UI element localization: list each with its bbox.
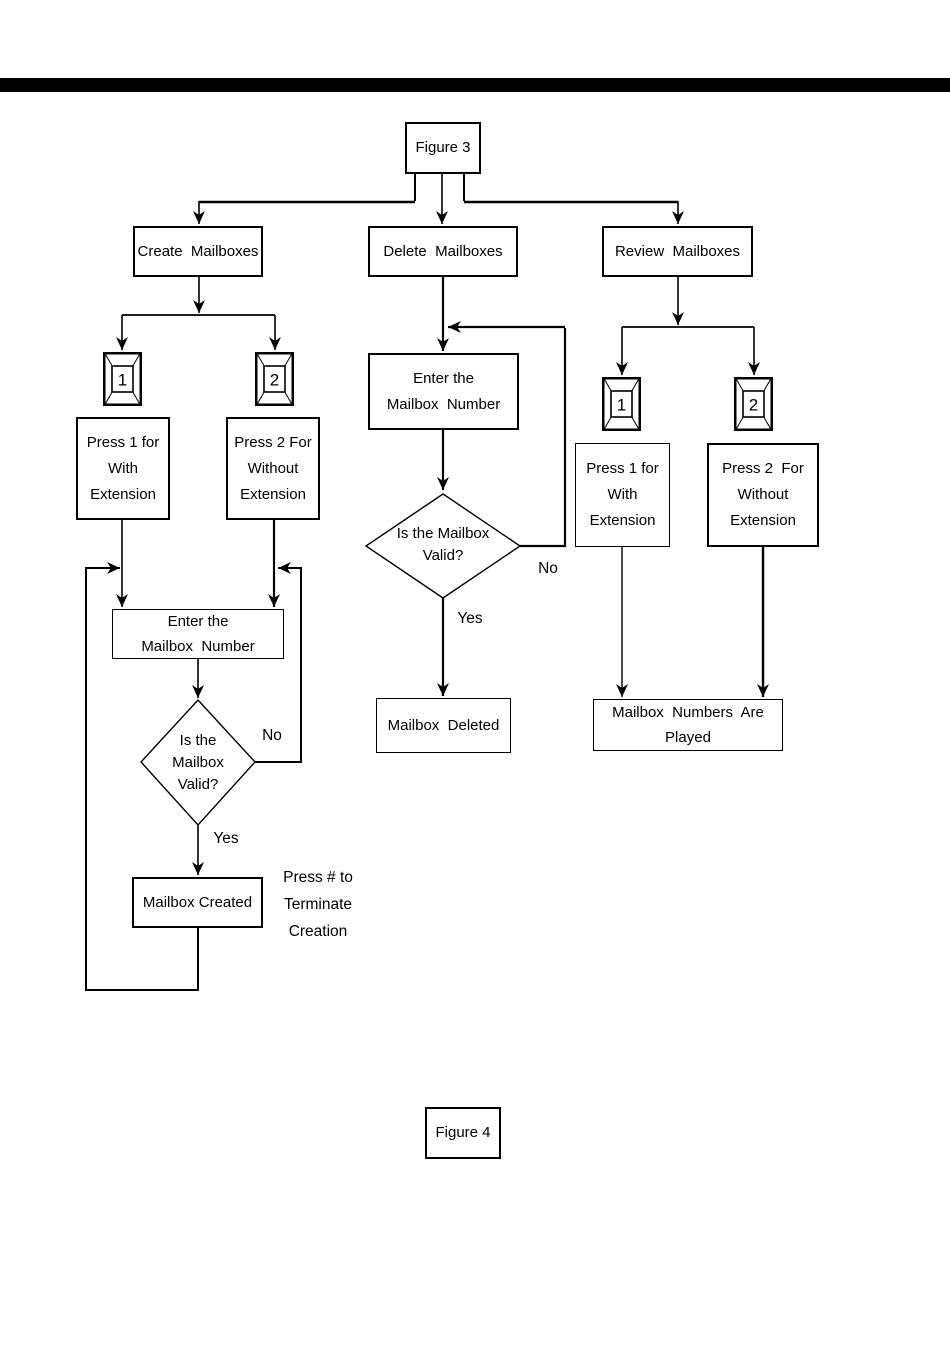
figure4-label: Figure 4 [435,1124,491,1141]
create-decision-label: Is the Mailbox Valid? [172,732,224,793]
figure3-box: Figure 3 [405,122,481,174]
create-enter-mailbox-box: Enter the Mailbox Number [112,609,284,659]
create-press2-box: Press 2 For Without Extension [226,417,320,520]
delete-decision-diamond [364,493,522,599]
mailbox-deleted-box: Mailbox Deleted [376,698,511,753]
delete-branch-lines [364,277,567,696]
review-keypad-1-icon: 1 [602,377,641,431]
delete-no-label: No [538,560,558,577]
create-no-label: No [262,727,282,744]
review-press1-box: Press 1 for With Extension [575,443,670,547]
review-keypad-2-icon: 2 [734,377,773,431]
review-keypad-1-digit: 1 [617,396,626,415]
figure4-box: Figure 4 [425,1107,501,1159]
mailbox-deleted-label: Mailbox Deleted [387,716,500,734]
keypad-2-digit: 2 [270,371,279,390]
create-press1-box: Press 1 for With Extension [76,417,170,520]
create-mailboxes-label: Create Mailboxes [137,242,259,260]
delete-enter-mailbox-label: Enter the Mailbox Number [386,369,501,413]
create-yes-label: Yes [213,830,239,847]
review-press1-label: Press 1 for With Extension [586,460,659,529]
keypad-2-icon: 2 [255,352,294,406]
review-keypad-2-digit: 2 [749,396,758,415]
mailbox-created-box: Mailbox Created [132,877,263,928]
create-enter-mailbox-label: Enter the Mailbox Number [141,613,255,655]
keypad-1-icon: 1 [103,352,142,406]
keypad-1-digit: 1 [118,371,127,390]
figure3-branch-lines [193,174,684,224]
review-branch-lines [616,277,769,697]
delete-enter-mailbox-box: Enter the Mailbox Number [368,353,519,430]
create-press2-label: Press 2 For Without Extension [234,433,312,503]
delete-decision-label: Is the Mailbox Valid? [396,525,490,564]
delete-yes-label: Yes [457,610,483,627]
delete-mailboxes-box: Delete Mailboxes [368,226,518,277]
create-branch-lines [85,277,302,991]
review-press2-box: Press 2 For Without Extension [707,443,819,547]
review-mailboxes-box: Review Mailboxes [602,226,753,277]
create-press1-label: Press 1 for With Extension [86,433,160,503]
review-mailboxes-label: Review Mailboxes [614,242,741,260]
mailbox-created-label: Mailbox Created [142,893,253,911]
mailbox-numbers-played-label: Mailbox Numbers Are Played [612,704,764,746]
create-mailboxes-box: Create Mailboxes [133,226,263,277]
review-press2-label: Press 2 For Without Extension [722,460,804,529]
mailbox-numbers-played-box: Mailbox Numbers Are Played [593,699,783,751]
figure3-label: Figure 3 [415,139,471,156]
terminate-creation-note: Press # to Terminate Creation [283,869,353,940]
delete-mailboxes-label: Delete Mailboxes [383,242,503,260]
top-rule-bar [0,78,950,92]
create-decision-diamond [140,698,256,827]
